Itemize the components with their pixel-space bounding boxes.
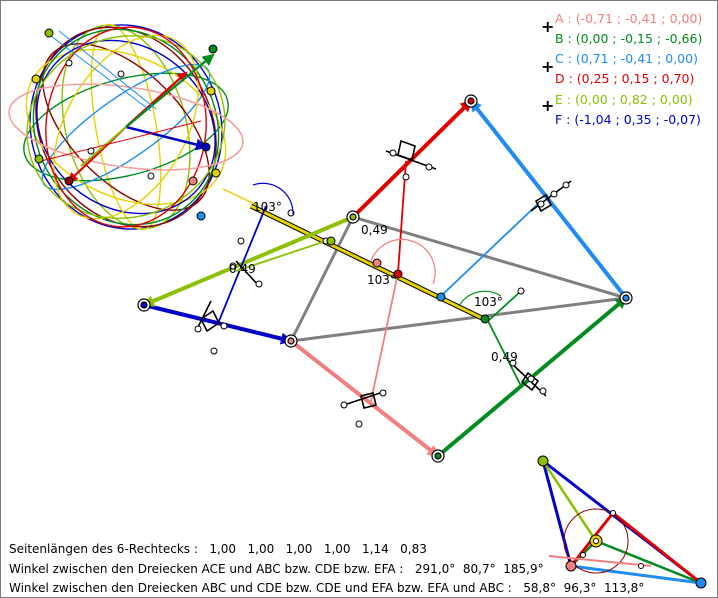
sphere-view[interactable]: [1, 1, 254, 260]
triangle-view[interactable]: [537, 455, 707, 589]
angle-label: 103°: [253, 200, 282, 214]
point-b-coord: B : (0,00 ; -0,15 ; -0,66): [555, 31, 703, 46]
angle-label: 103°: [474, 295, 503, 309]
length-label: 0,49: [491, 350, 518, 364]
point-c-coord: C : (0,71 ; -0,41 ; 0,00): [555, 51, 698, 66]
side-lengths-text: Seitenlängen des 6-Rechtecks : 1,00 1,00…: [9, 542, 427, 556]
length-label: 0,49: [361, 223, 388, 237]
point-e-coord: E : (0,00 ; 0,82 ; 0,00): [555, 92, 693, 107]
plus-icon[interactable]: +: [541, 57, 555, 76]
triangle-angles-text: Winkel zwischen den Dreiecken ACE und AB…: [9, 562, 544, 576]
plus-icon[interactable]: +: [541, 96, 555, 115]
plane-angles-text: Winkel zwischen den Dreiecken ABC und CD…: [9, 581, 645, 595]
point-d-coord: D : (0,25 ; 0,15 ; 0,70): [555, 71, 695, 86]
plus-icon[interactable]: +: [541, 17, 555, 36]
hexagon-construction[interactable]: 103° 103° 103° 0,49 0,49 0,49: [137, 94, 633, 463]
point-a-coord: A : (-0,71 ; -0,41 ; 0,00): [555, 11, 703, 26]
angle-label: 103°: [367, 273, 396, 287]
point-f-coord: F : (-1,04 ; 0,35 ; -0,07): [555, 112, 701, 127]
length-label: 0,49: [229, 262, 256, 276]
